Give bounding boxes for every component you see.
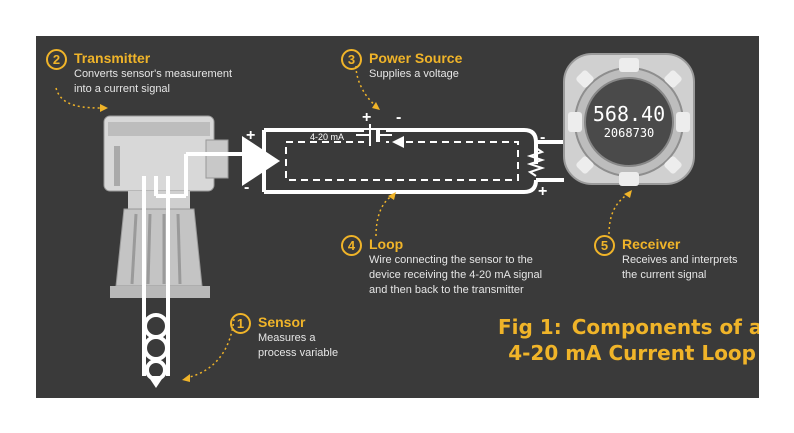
transmitter-icon (103, 115, 229, 298)
callout-title: Sensor (258, 314, 306, 330)
callout-line: into a current signal (74, 83, 170, 95)
callout-title: Power Source (369, 50, 463, 66)
callout-line: Converts sensor's measurement (74, 68, 232, 80)
callout-line: the current signal (622, 269, 707, 281)
leader-arrowheads (100, 102, 632, 382)
receiver-display-sub: 2068730 (603, 126, 655, 140)
callout-line: and then back to the transmitter (369, 284, 524, 296)
callout-number: 1 (230, 313, 251, 334)
callout-description: Supplies a voltage (369, 67, 459, 82)
callout-number: 2 (46, 49, 67, 70)
figure-caption-line-1: Fig 1: Components of a (498, 314, 759, 340)
figure-title-part-2: 4-20 mA Current Loop (508, 341, 756, 365)
callout-number: 4 (341, 235, 362, 256)
receiver-icon (563, 53, 695, 186)
callout-line: device receiving the 4-20 mA signal (369, 269, 543, 281)
loop-current-label: 4-20 mA (310, 132, 345, 142)
transmitter-minus-sign: - (244, 179, 250, 196)
callout-line: Wire connecting the sensor to the (369, 254, 533, 266)
callout-description: Receives and interprets the current sign… (622, 253, 738, 283)
current-flow-path (264, 136, 519, 181)
transmitter-output-arrow (242, 136, 280, 186)
callout-title: Loop (369, 236, 404, 252)
callout-description: Wire connecting the sensor to the device… (369, 253, 542, 298)
callout-line: Supplies a voltage (369, 68, 459, 80)
receiver-minus-sign: - (540, 129, 546, 146)
figure-label: Fig 1: (498, 315, 562, 339)
callout-line: Receives and interprets (622, 254, 738, 266)
battery-minus-sign: - (396, 109, 402, 126)
callout-title: Receiver (622, 236, 681, 252)
receiver-display-main: 568.40 (592, 102, 666, 126)
callout-number: 3 (341, 49, 362, 70)
battery-icon (356, 124, 392, 154)
figure-caption: Fig 1: Components of a 4-20 mA Current Lo… (498, 314, 759, 366)
callout-line: Measures a (258, 332, 316, 344)
figure-title-part-1: Components of a (571, 315, 759, 339)
diagram-panel: + - + - - + 4-20 mA 568.40 2068730 1 Sen… (36, 36, 759, 398)
loop-diagram (55, 53, 695, 388)
sensor-icon (142, 176, 170, 388)
resistor-icon (526, 147, 546, 177)
callout-title: Transmitter (74, 50, 151, 66)
callout-line: process variable (258, 347, 339, 359)
battery-plus-sign: + (362, 109, 372, 126)
transmitter-plus-sign: + (246, 127, 256, 144)
receiver-plus-sign: + (538, 183, 548, 200)
callout-description: Measures a process variable (258, 331, 338, 361)
callout-number: 5 (594, 235, 615, 256)
callout-description: Converts sensor's measurement into a cur… (74, 67, 232, 97)
